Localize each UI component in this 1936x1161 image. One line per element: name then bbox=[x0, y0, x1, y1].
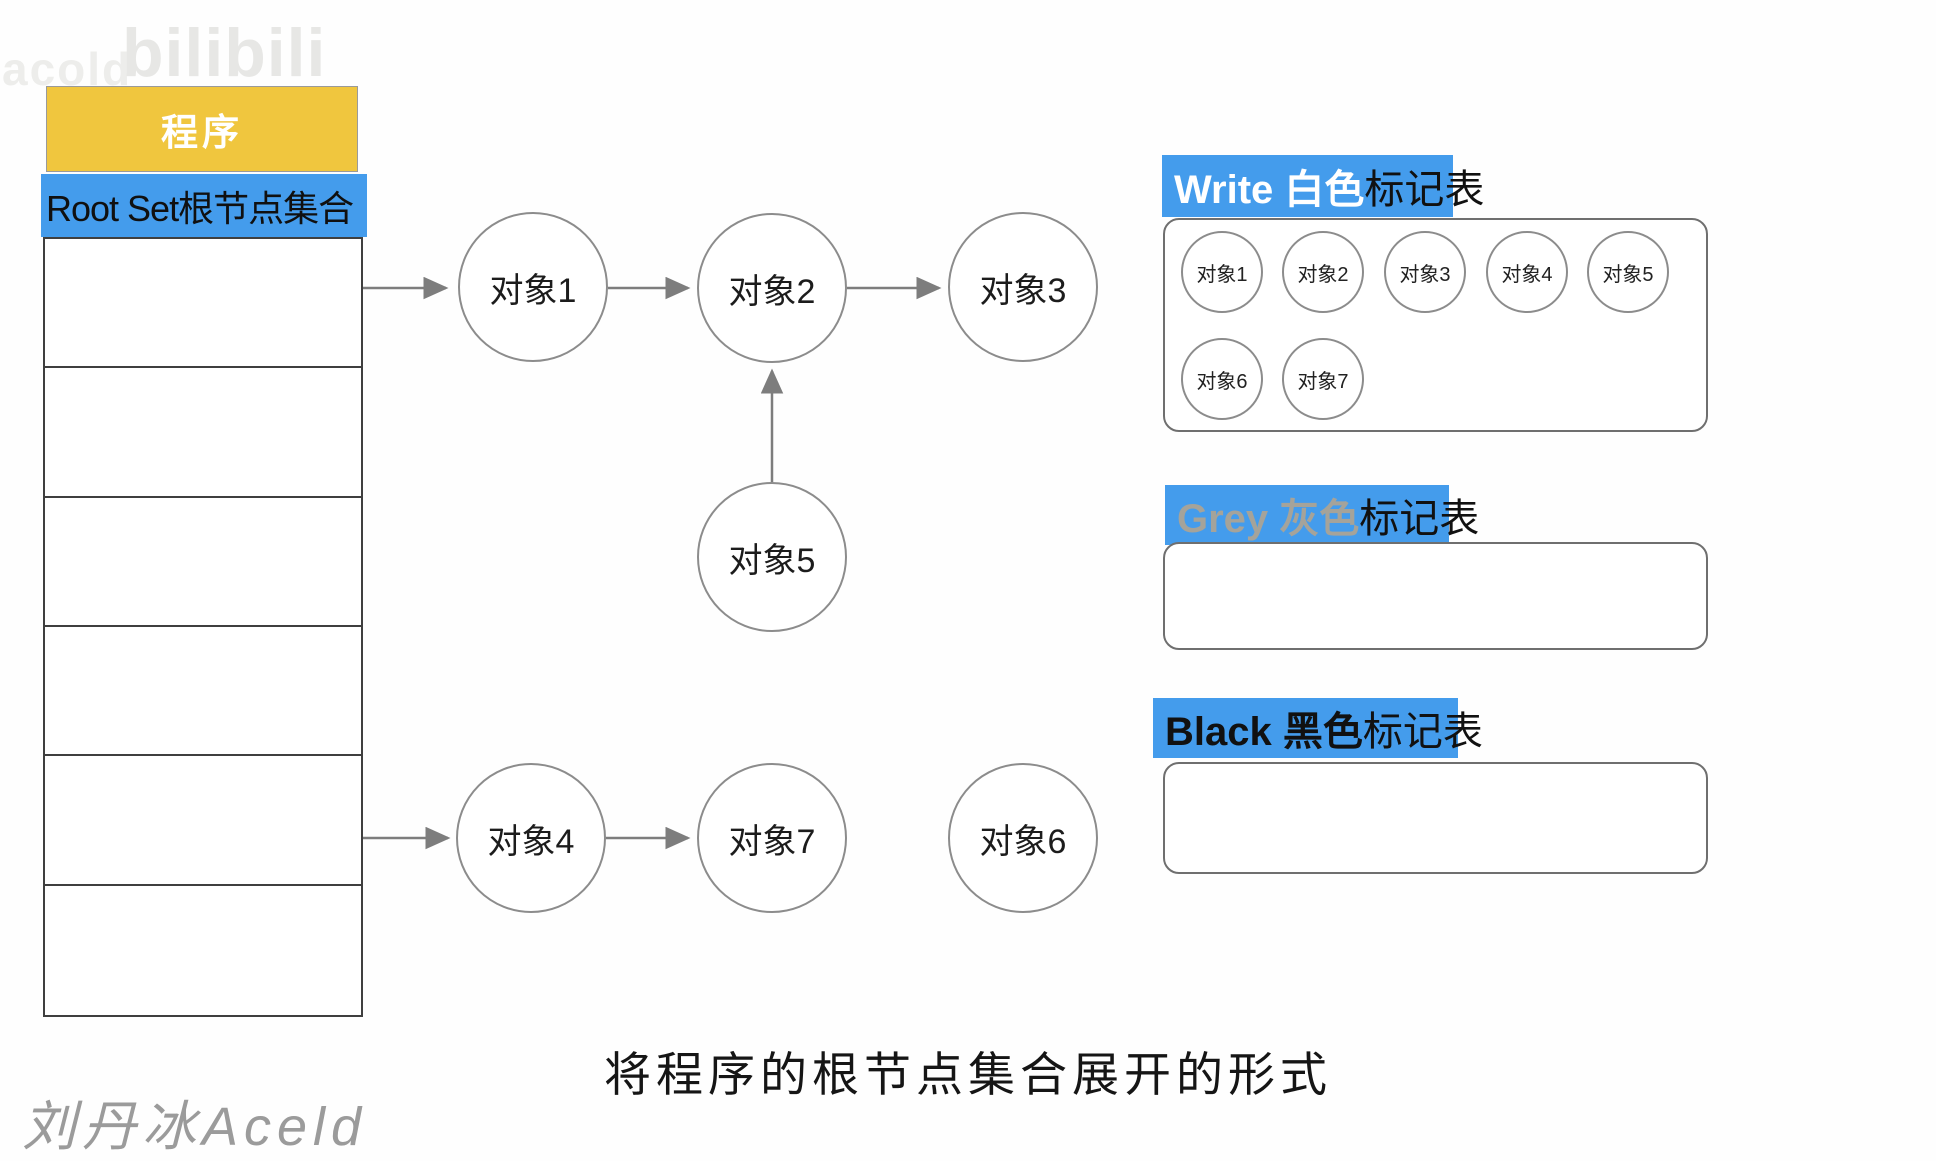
graph-node-obj5: 对象5 bbox=[697, 482, 847, 632]
black-table-title-en: Black 黑色 bbox=[1165, 710, 1363, 754]
grey-table-title-en: Grey 灰色 bbox=[1177, 497, 1360, 541]
white-table-title-en: Write 白色 bbox=[1174, 168, 1365, 212]
graph-node-obj3: 对象3 bbox=[948, 212, 1098, 362]
graph-node-obj7: 对象7 bbox=[697, 763, 847, 913]
stack-row bbox=[45, 627, 361, 757]
grey-mark-table-box bbox=[1163, 542, 1708, 650]
stack-row bbox=[45, 886, 361, 1015]
graph-node-obj6: 对象6 bbox=[948, 763, 1098, 913]
marked-object: 对象3 bbox=[1384, 231, 1466, 313]
program-stack-table bbox=[43, 237, 363, 1017]
stack-row bbox=[45, 498, 361, 627]
marked-object: 对象7 bbox=[1282, 338, 1364, 420]
stack-row bbox=[45, 239, 361, 369]
grey-table-title: Grey 灰色标记表 bbox=[1165, 485, 1479, 545]
stack-row bbox=[45, 756, 361, 886]
black-table-title: Black 黑色标记表 bbox=[1153, 698, 1483, 758]
marked-object: 对象5 bbox=[1587, 231, 1669, 313]
stack-row bbox=[45, 368, 361, 498]
graph-node-obj1: 对象1 bbox=[458, 212, 608, 362]
graph-node-obj2: 对象2 bbox=[697, 213, 847, 363]
grey-table-title-cn: 标记表 bbox=[1359, 497, 1480, 541]
black-table-title-cn: 标记表 bbox=[1362, 710, 1483, 754]
program-header: 程序 bbox=[46, 86, 358, 172]
graph-node-obj4: 对象4 bbox=[456, 763, 606, 913]
marked-object: 对象6 bbox=[1181, 338, 1263, 420]
marked-object: 对象2 bbox=[1282, 231, 1364, 313]
marked-object: 对象4 bbox=[1486, 231, 1568, 313]
root-set-label: Root Set根节点集合 bbox=[41, 174, 367, 237]
marked-object: 对象1 bbox=[1181, 231, 1263, 313]
white-table-title-cn: 标记表 bbox=[1364, 168, 1485, 212]
diagram-caption: 将程序的根节点集合展开的形式 bbox=[604, 1048, 1332, 1101]
black-mark-table-box bbox=[1163, 762, 1708, 874]
bilibili-logo-watermark: bilibili bbox=[122, 15, 327, 91]
white-table-title: Write 白色标记表 bbox=[1162, 155, 1484, 217]
